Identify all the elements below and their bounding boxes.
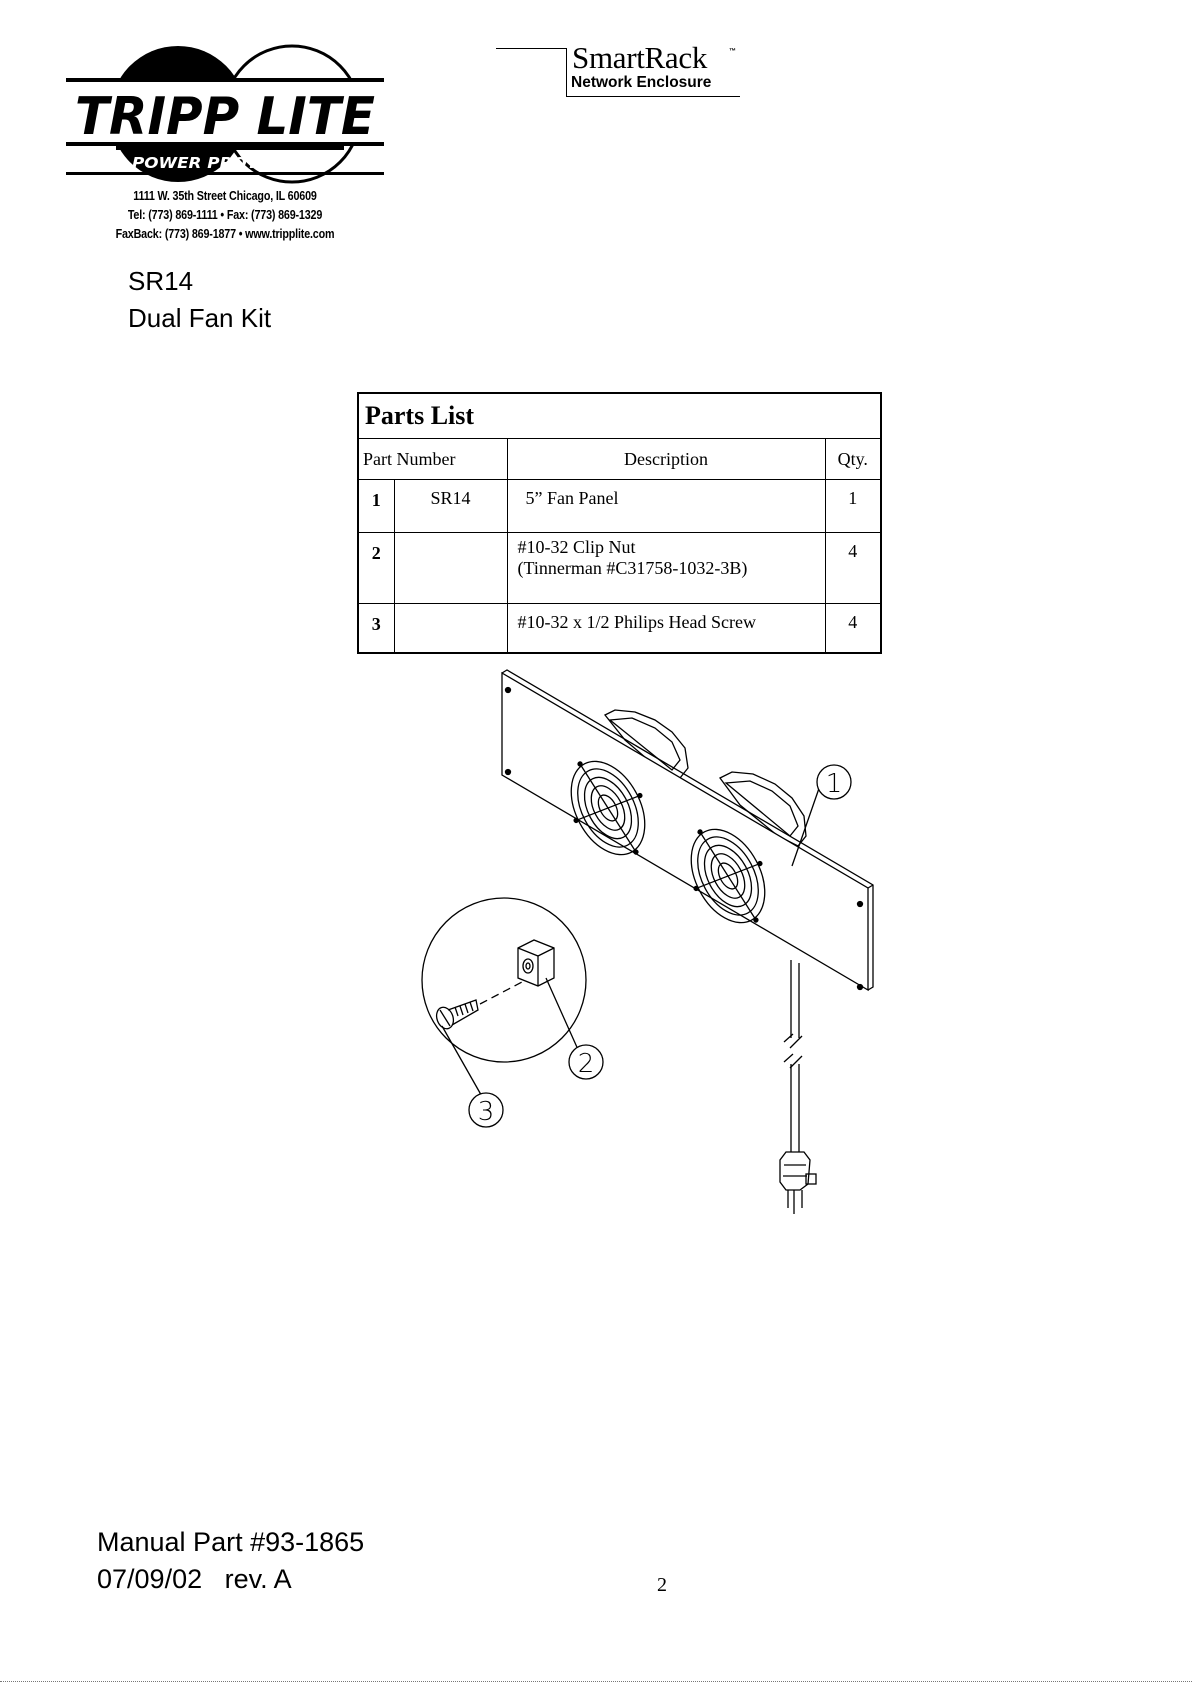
manual-date-revision: 07/09/02 rev. A xyxy=(97,1564,292,1594)
callout-2-label: 2 xyxy=(578,1049,595,1079)
product-name: Dual Fan Kit xyxy=(128,303,272,333)
contact-line: Tel: (773) 869-1111 • Fax: (773) 869-132… xyxy=(127,208,323,222)
logo-brand-text: TRIPP LITE xyxy=(75,87,375,147)
row-description-text: #10-32 Clip Nut xyxy=(517,537,636,557)
callout-3-label: 3 xyxy=(478,1097,495,1127)
page-bottom-rule xyxy=(0,1681,1192,1682)
logo-tagline-text: POWER PROTECTION xyxy=(132,154,328,172)
row-description: 5” Fan Panel xyxy=(506,479,826,533)
row-part-number xyxy=(393,532,508,604)
page-number: 2 xyxy=(657,1574,667,1596)
row-description-text: 5” Fan Panel xyxy=(525,488,619,508)
table-row: 1 SR14 5” Fan Panel 1 xyxy=(357,479,882,533)
callout-1: 1 xyxy=(791,764,852,867)
row-qty: 4 xyxy=(824,603,882,654)
product-model: SR14 xyxy=(128,266,194,296)
header-part-number: Part Number xyxy=(357,438,508,480)
row-description-note: (Tinnerman #C31758-1032-3B) xyxy=(517,558,748,578)
address-line: 1111 W. 35th Street Chicago, IL 60609 xyxy=(133,189,317,203)
header-qty: Qty. xyxy=(824,438,882,480)
parts-list-table: Parts List Part Number Description Qty. … xyxy=(357,392,883,654)
assembly-drawing: 1 2 3 xyxy=(421,669,874,1214)
table-row: 2 #10-32 Clip Nut (Tinnerman #C31758-103… xyxy=(357,532,882,604)
header-description: Description xyxy=(506,438,826,480)
row-number: 2 xyxy=(357,532,395,604)
callout-1-label: 1 xyxy=(826,769,843,799)
fan-guard-right xyxy=(690,828,766,924)
screw xyxy=(435,999,479,1030)
row-number: 3 xyxy=(357,603,395,654)
smartrack-subtitle: Network Enclosure xyxy=(571,74,712,91)
power-cord xyxy=(779,960,817,1214)
table-row: 3 #10-32 x 1/2 Philips Head Screw 4 xyxy=(357,603,882,654)
row-qty: 1 xyxy=(824,479,882,533)
smartrack-rule xyxy=(496,48,566,49)
callout-3: 3 xyxy=(441,1025,504,1128)
row-qty: 4 xyxy=(824,532,882,604)
fan-panel xyxy=(501,669,874,992)
row-description: #10-32 Clip Nut (Tinnerman #C31758-1032-… xyxy=(506,532,826,604)
manual-part-number: Manual Part #93-1865 xyxy=(97,1527,365,1557)
tripp-lite-logo: TRIPP LITE POWER PROTECTION xyxy=(66,44,384,184)
row-number: 1 xyxy=(357,479,395,533)
row-part-number: SR14 xyxy=(393,479,508,533)
hardware-detail xyxy=(421,897,587,1063)
smartrack-frame xyxy=(566,48,740,97)
callout-2: 2 xyxy=(545,977,604,1080)
fan-guard-left xyxy=(570,760,646,856)
row-description: #10-32 x 1/2 Philips Head Screw xyxy=(506,603,826,654)
parts-list-title: Parts List xyxy=(357,392,882,439)
faxback-line: FaxBack: (773) 869-1877 • www.tripplite.… xyxy=(115,227,335,241)
row-part-number xyxy=(393,603,508,654)
row-description-text: #10-32 x 1/2 Philips Head Screw xyxy=(517,612,756,632)
smartrack-title: SmartRack xyxy=(572,40,708,75)
clip-nut xyxy=(517,939,555,987)
trademark-symbol: ™ xyxy=(729,48,736,55)
